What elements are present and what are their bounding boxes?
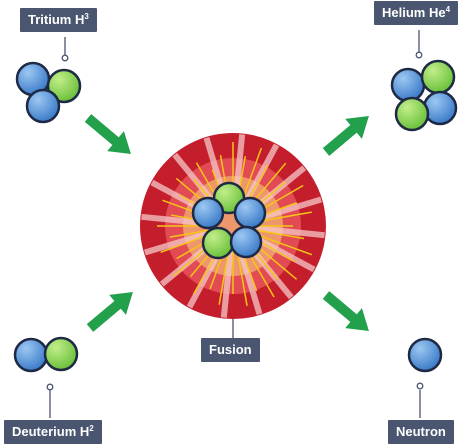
arrow-icon xyxy=(86,292,133,332)
arrow-icon xyxy=(322,116,369,156)
helium-label-text: Helium He xyxy=(382,5,446,20)
tritium-label-text: Tritium H xyxy=(28,12,85,27)
burst-ray xyxy=(144,228,215,256)
burst-ray xyxy=(220,245,234,318)
neutron-label: Neutron xyxy=(388,420,454,444)
burst-ray xyxy=(252,225,325,239)
tritium-nucleus-icon xyxy=(15,61,82,124)
helium-nucleus-icon xyxy=(390,59,458,132)
deuterium-label-text: Deuterium H xyxy=(12,424,90,439)
deuterium-label: Deuterium H2 xyxy=(4,420,102,444)
fusion-burst-icon xyxy=(140,133,326,319)
tritium-mass-number: 3 xyxy=(84,12,89,21)
deuterium-nucleus-icon xyxy=(13,336,79,373)
arrow-icon xyxy=(84,114,131,154)
fusion-label-text: Fusion xyxy=(209,342,252,357)
arrow-icon xyxy=(322,291,369,331)
fusion-label: Fusion xyxy=(201,338,260,362)
deuterium-mass-number: 2 xyxy=(89,424,94,433)
neutron-icon xyxy=(407,337,443,373)
fusing-nucleus-icon xyxy=(191,181,267,260)
helium-mass-number: 4 xyxy=(445,5,451,14)
tritium-label: Tritium H3 xyxy=(20,8,97,32)
neutron-label-text: Neutron xyxy=(396,424,446,439)
burst-ray xyxy=(250,228,305,240)
helium-label: Helium He4 xyxy=(374,1,459,25)
